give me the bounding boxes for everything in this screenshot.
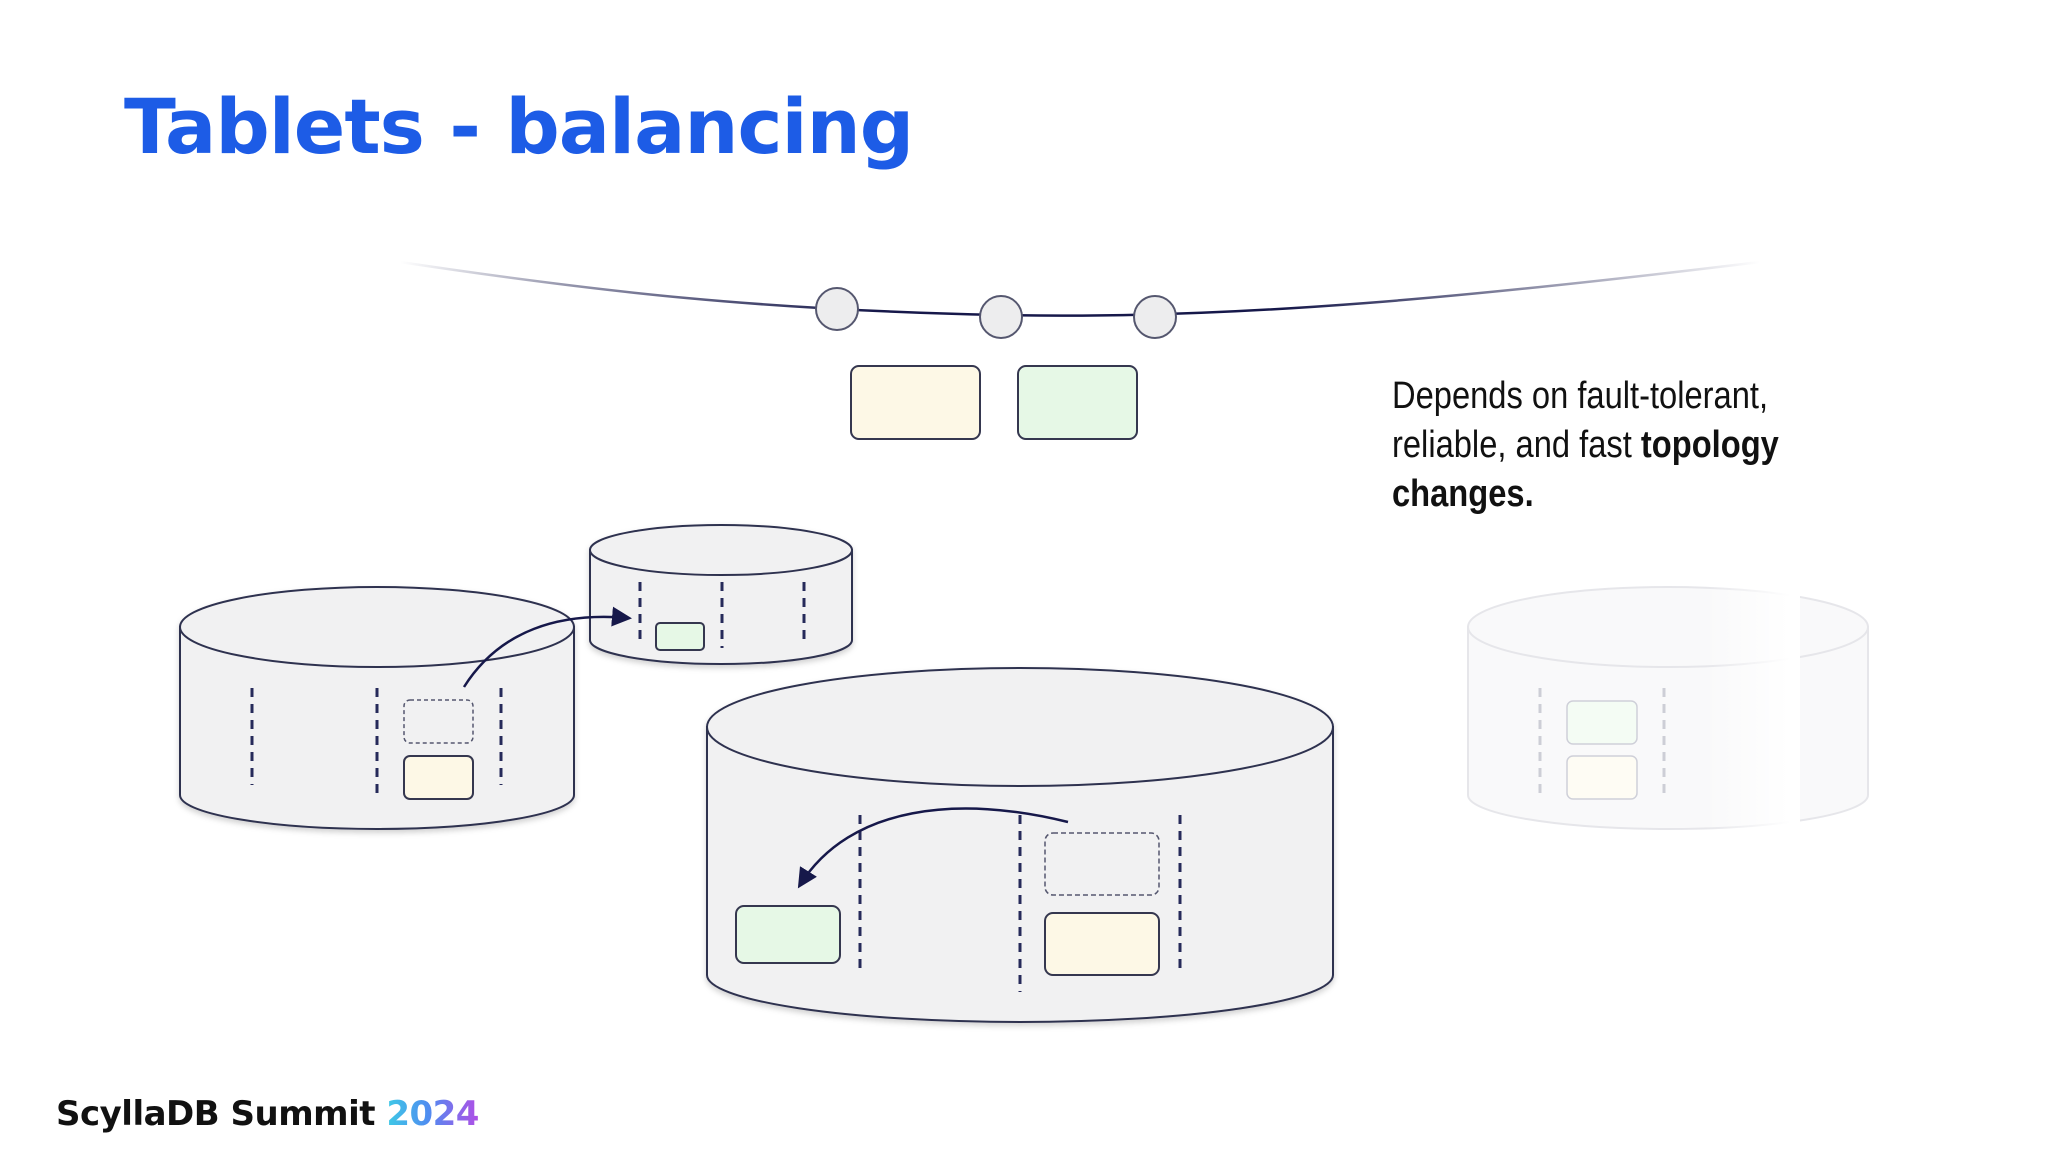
ring-node-1 bbox=[815, 287, 859, 331]
ring-tablet-yellow bbox=[850, 365, 981, 440]
event-logo: ScyllaDB Summit 2024 bbox=[56, 1094, 479, 1134]
ring-node-2 bbox=[979, 295, 1023, 339]
node-left-shards bbox=[250, 688, 503, 797]
caption-bold-1: topology bbox=[1640, 424, 1779, 466]
node-small-shards bbox=[638, 582, 806, 648]
left-vacated-tablet bbox=[403, 699, 474, 744]
ring-curve bbox=[399, 260, 1761, 317]
node-big bbox=[706, 667, 1334, 1023]
small-node-tablet-green bbox=[655, 622, 705, 651]
ring-tablet-green bbox=[1017, 365, 1138, 440]
fade-overlay bbox=[1440, 560, 1800, 860]
token-ring bbox=[399, 260, 1761, 339]
ring-node-3 bbox=[1133, 295, 1177, 339]
big-tablet-yellow bbox=[1044, 912, 1160, 976]
caption-line-1: Depends on fault-tolerant, bbox=[1392, 375, 1769, 417]
event-logo-year: 2024 bbox=[386, 1094, 479, 1134]
big-tablet-green bbox=[735, 905, 841, 964]
event-logo-name: ScyllaDB Summit bbox=[56, 1094, 387, 1134]
caption: Depends on fault-tolerant, reliable, and… bbox=[1392, 372, 1839, 519]
migration-arrow-1 bbox=[462, 606, 632, 688]
node-small bbox=[589, 524, 853, 665]
left-tablet-yellow bbox=[403, 755, 474, 800]
big-vacated-tablet bbox=[1044, 832, 1160, 896]
caption-line-2: reliable, and fast bbox=[1392, 424, 1641, 466]
slide-title: Tablets - balancing bbox=[124, 82, 914, 171]
caption-bold-2: changes. bbox=[1392, 473, 1534, 515]
migration-arrow-2 bbox=[797, 807, 1069, 889]
node-big-shards bbox=[858, 815, 1182, 992]
